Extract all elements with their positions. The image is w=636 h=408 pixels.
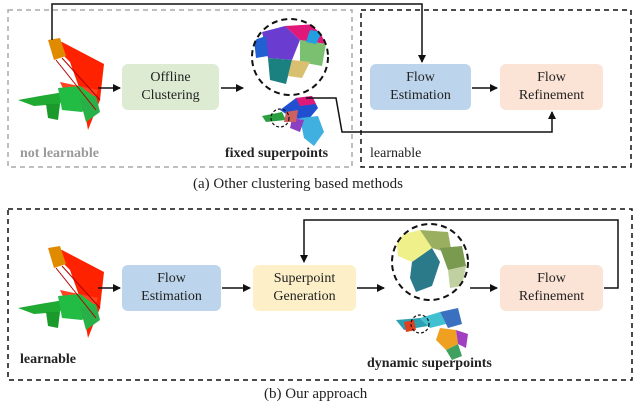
superpoint-generation-box: Superpoint Generation: [253, 265, 356, 311]
flow-refinement-box-a: Flow Refinement: [500, 64, 603, 110]
offline-clustering-box: Offline Clustering: [122, 64, 219, 110]
learnable-label-b: learnable: [20, 352, 76, 367]
flow-estimation-box-a: Flow Estimation: [370, 64, 471, 110]
flow-refinement-b-line2: Refinement: [518, 289, 585, 304]
flow-estimation-a-line2: Estimation: [390, 88, 451, 103]
fixed-superpoints-label: fixed superpoints: [225, 146, 329, 161]
offline-clustering-line1: Offline: [150, 70, 191, 85]
not-learnable-label: not learnable: [20, 146, 99, 161]
flow-refinement-a-line2: Refinement: [518, 88, 585, 103]
dynamic-superpoints-zoom-icon: [391, 223, 469, 301]
flow-estimation-b-line1: Flow: [157, 271, 186, 286]
not-learnable-region: [7, 9, 353, 168]
flow-refinement-a-line1: Flow: [537, 70, 566, 85]
flow-estimation-a-line1: Flow: [406, 70, 435, 85]
caption-a: (a) Other clustering based methods: [193, 176, 403, 192]
flow-estimation-box-b: Flow Estimation: [122, 265, 221, 311]
fixed-superpoints-cloud-icon: [262, 96, 324, 146]
learnable-label-a: learnable: [370, 146, 422, 161]
flow-estimation-b-line2: Estimation: [141, 289, 202, 304]
learnable-region-a: [360, 9, 632, 168]
caption-b: (b) Our approach: [264, 386, 368, 402]
fixed-superpoints-zoom-icon: [251, 18, 329, 96]
point-cloud-b-icon: [18, 246, 104, 338]
dynamic-superpoints-cloud-icon: [396, 308, 468, 360]
flow-refinement-box-b: Flow Refinement: [500, 265, 603, 311]
superpoint-generation-line2: Generation: [273, 289, 336, 304]
superpoint-generation-line1: Superpoint: [273, 271, 336, 286]
flow-refinement-b-line1: Flow: [537, 271, 566, 286]
dynamic-superpoints-label: dynamic superpoints: [367, 356, 492, 371]
learnable-region-b: [7, 208, 633, 381]
point-cloud-a-icon: [18, 38, 104, 130]
offline-clustering-line2: Clustering: [141, 88, 200, 103]
